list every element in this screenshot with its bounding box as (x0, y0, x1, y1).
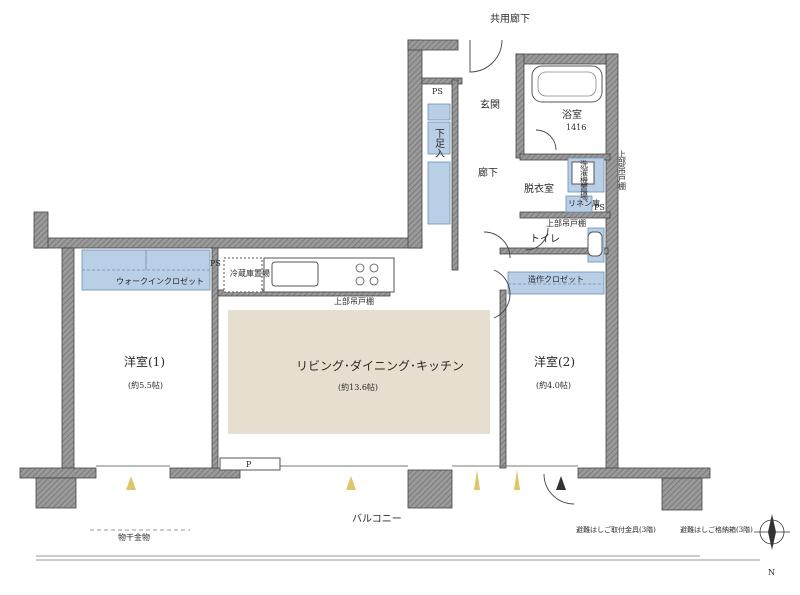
label-room1: 洋室(1) (124, 354, 165, 369)
label-washer: 洗濯機置場 (580, 159, 589, 201)
label-dressing-room: 脱衣室 (524, 182, 554, 195)
burner-4 (369, 276, 379, 286)
label-ps-1: PS (432, 87, 443, 96)
label-ldk-size: (約13.6帖) (338, 382, 378, 392)
bathtub (531, 65, 603, 103)
wall-bottom-mid (169, 467, 241, 479)
burner-3 (355, 276, 365, 286)
wall-dressing-bottom (519, 211, 611, 219)
label-ps-3: PS (210, 259, 221, 268)
ldk-floor (228, 310, 490, 434)
label-bathroom: 浴室 (562, 108, 582, 121)
compass (754, 514, 790, 550)
hall-door (483, 231, 511, 259)
burner-1 (355, 263, 365, 273)
kitchen-sink (271, 261, 319, 287)
label-north: N (768, 568, 775, 577)
column-left (35, 477, 77, 509)
label-ldk: リビング･ダイニング･キッチン (296, 358, 464, 373)
wall-bath-right (605, 53, 619, 469)
shoe-box (427, 121, 451, 155)
label-shoe-box: 下足入 (433, 128, 445, 158)
ac-marker-3 (474, 470, 480, 490)
washbasin (571, 161, 595, 185)
dressing-door (535, 129, 557, 151)
toilet-fixture (587, 231, 603, 257)
label-built-in-closet: 造作クロゼット (528, 274, 584, 284)
label-room2: 洋室(2) (534, 354, 575, 369)
room2-door (493, 269, 511, 319)
label-p: P (246, 460, 252, 469)
balcony-door (543, 473, 575, 505)
label-bathroom-size: 1416 (566, 123, 586, 132)
closet-dividers (82, 250, 604, 285)
toilet-door (525, 227, 549, 251)
label-clothes-hanger: 物干金物 (118, 532, 150, 542)
entrance-storage-top (427, 103, 451, 121)
balcony (36, 529, 760, 561)
doors (469, 39, 575, 505)
label-common-corridor: 共用廊下 (490, 12, 530, 25)
wall-entrance-left (407, 39, 423, 249)
label-room1-size: (約5.5帖) (128, 380, 163, 390)
label-fridge: 冷蔵庫置場 (230, 268, 270, 278)
wall-hall-left (451, 79, 459, 271)
wall-left-top-stub (33, 211, 49, 249)
column-middle (407, 469, 453, 509)
label-upper-cabinet-1: 上部吊戸棚 (546, 218, 586, 228)
wall-bath-top (515, 53, 617, 65)
ac-markers (126, 470, 566, 490)
label-ladder-storage: 避難はしご格納箱(3階) (680, 525, 753, 534)
burner-2 (369, 263, 379, 273)
label-linen: リネン庫 (568, 198, 600, 208)
wall-left (61, 247, 75, 471)
label-hallway: 廊下 (478, 166, 498, 179)
wall-bottom-right (577, 467, 711, 479)
ac-marker-4 (514, 470, 520, 490)
fridge-space (223, 257, 263, 293)
label-entrance: 玄関 (480, 98, 500, 111)
label-room2-size: (約4.0帖) (536, 380, 571, 390)
label-ladder-fitting: 避難はしご取付金具(3階) (576, 525, 656, 534)
wall-bottom-left (19, 467, 97, 479)
label-balcony: バルコニー (352, 513, 402, 525)
label-upper-cabinet-2: 上部吊戸棚 (618, 150, 627, 191)
column-right (661, 477, 703, 511)
wall-room2-left (499, 289, 507, 469)
wall-bath-left (515, 53, 525, 159)
linen-shelf (565, 195, 593, 213)
wall-ps-top (421, 77, 463, 85)
label-ps-2: PS (594, 203, 605, 212)
ac-marker-5 (556, 476, 566, 490)
p-box (219, 457, 281, 471)
label-walk-in-closet: ウォークインクロゼット (116, 276, 204, 286)
front-door (469, 39, 503, 73)
wall-entrance-top (407, 39, 459, 51)
ac-marker-1 (126, 476, 136, 490)
wall-top-left (33, 237, 423, 249)
stove-burners (355, 263, 379, 286)
hall-storage (427, 161, 451, 225)
label-toilet: トイレ (530, 234, 560, 245)
wall-bath-bottom (519, 153, 611, 161)
wall-hall-right (499, 247, 609, 255)
bathtub-inner (537, 71, 597, 97)
ac-marker-2 (346, 476, 356, 490)
wall-room1-right (211, 247, 219, 469)
label-upper-cabinet-3: 上部吊戸棚 (334, 296, 374, 306)
walls (19, 39, 711, 511)
